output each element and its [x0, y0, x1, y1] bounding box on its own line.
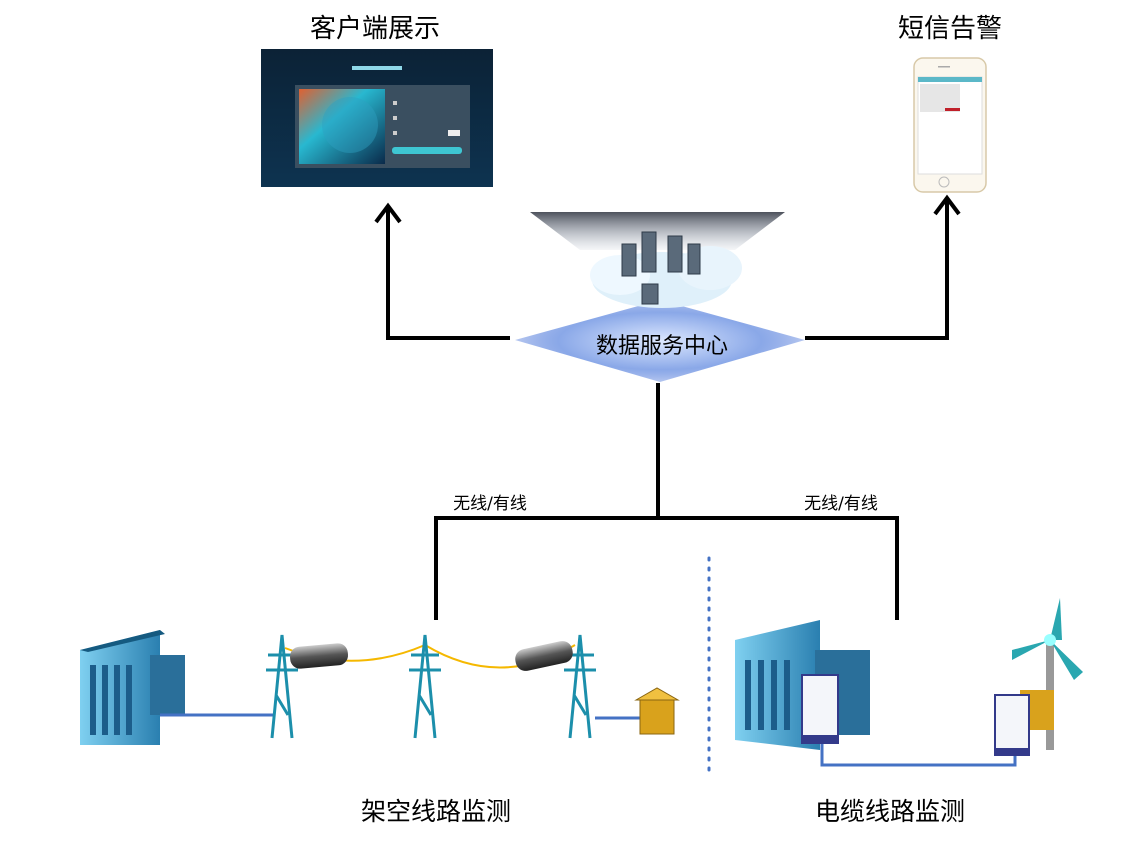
monitoring-cabinet-icon — [801, 674, 839, 744]
data-center-label: 数据服务中心 — [595, 334, 729, 359]
link-label-left: 无线/有线 — [453, 494, 527, 514]
overhead-line-monitoring-label: 架空线路监测 — [360, 797, 512, 826]
client-display-title: 客户端展示 — [309, 14, 441, 44]
sms-alarm-title: 短信告警 — [897, 14, 1003, 44]
arrow-to-sms — [805, 194, 961, 340]
connector-lines — [160, 713, 1017, 767]
server-icon — [621, 231, 701, 305]
connection-lines — [434, 383, 899, 620]
phone-sms-image — [913, 57, 987, 193]
cable-line-monitoring-label: 电缆线路监测 — [814, 797, 966, 826]
sensor-cylinder-icon — [289, 641, 573, 671]
monitoring-cabinet-icon — [994, 690, 1054, 756]
link-label-right: 无线/有线 — [804, 494, 878, 514]
transmission-tower-icon — [266, 634, 596, 739]
building-icon — [80, 630, 185, 745]
client-screenshot — [261, 49, 493, 187]
junction-box-icon — [634, 687, 680, 735]
arrow-to-client — [374, 202, 510, 340]
data-center-graphic — [515, 212, 805, 382]
